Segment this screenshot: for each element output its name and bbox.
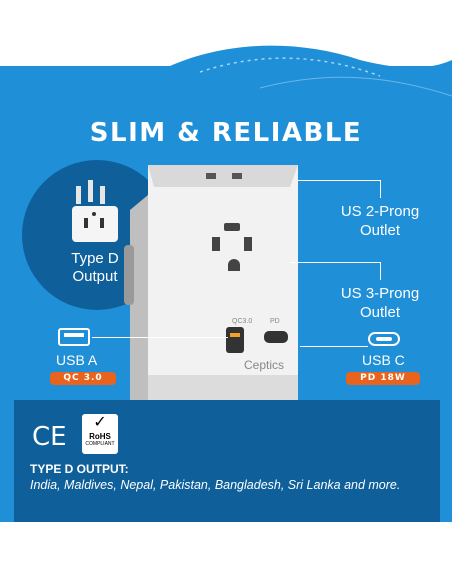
us-2-prong-label: US 2-Prong Outlet bbox=[330, 202, 430, 240]
rohs-sub: COMPLIANT bbox=[85, 441, 115, 447]
callout-vline-2prong bbox=[380, 180, 381, 198]
us-3-prong-line1: US 3-Prong bbox=[340, 285, 420, 302]
callout-line-usb-a bbox=[92, 337, 228, 338]
type-d-output-label: Type D Output bbox=[60, 250, 130, 286]
usb-c-badge: PD 18W bbox=[346, 372, 420, 385]
us-2-prong-line2: Outlet bbox=[359, 222, 401, 239]
us-3-prong-label: US 3-Prong Outlet bbox=[330, 284, 430, 322]
us-3-prong-line2: Outlet bbox=[359, 304, 401, 321]
rohs-mark-icon: ✓ RoHS COMPLIANT bbox=[82, 414, 118, 454]
info-panel bbox=[14, 400, 440, 522]
usb-c-label: USB C bbox=[362, 352, 405, 368]
usb-a-badge: QC 3.0 bbox=[50, 372, 116, 385]
ce-mark-text: CE bbox=[32, 422, 67, 450]
port-c-label: PD bbox=[270, 318, 280, 325]
wave-background bbox=[0, 45, 452, 160]
type-d-plug-icon bbox=[72, 180, 118, 242]
callout-line-3prong bbox=[290, 262, 380, 263]
callout-vline-3prong bbox=[380, 262, 381, 280]
usb-a-icon bbox=[58, 328, 90, 346]
callout-line-2prong bbox=[298, 180, 380, 181]
headline: SLIM & RELIABLE bbox=[89, 118, 363, 148]
usb-a-label: USB A bbox=[56, 352, 98, 368]
device-brand: Ceptics bbox=[244, 358, 285, 372]
callout-line-usb-c bbox=[300, 346, 368, 347]
output-countries: India, Maldives, Nepal, Pakistan, Bangla… bbox=[30, 478, 401, 492]
usb-c-icon bbox=[368, 332, 400, 346]
type-d-line2: Output bbox=[72, 268, 118, 285]
us-2-prong-line1: US 2-Prong bbox=[340, 203, 420, 220]
output-title: TYPE D OUTPUT: bbox=[30, 462, 129, 476]
rohs-check: ✓ bbox=[93, 414, 107, 431]
rohs-text: RoHS bbox=[89, 432, 111, 441]
ce-mark-icon: CE bbox=[32, 422, 67, 450]
port-a-label: QC3.0 bbox=[232, 318, 253, 325]
type-d-line1: Type D bbox=[71, 250, 119, 267]
